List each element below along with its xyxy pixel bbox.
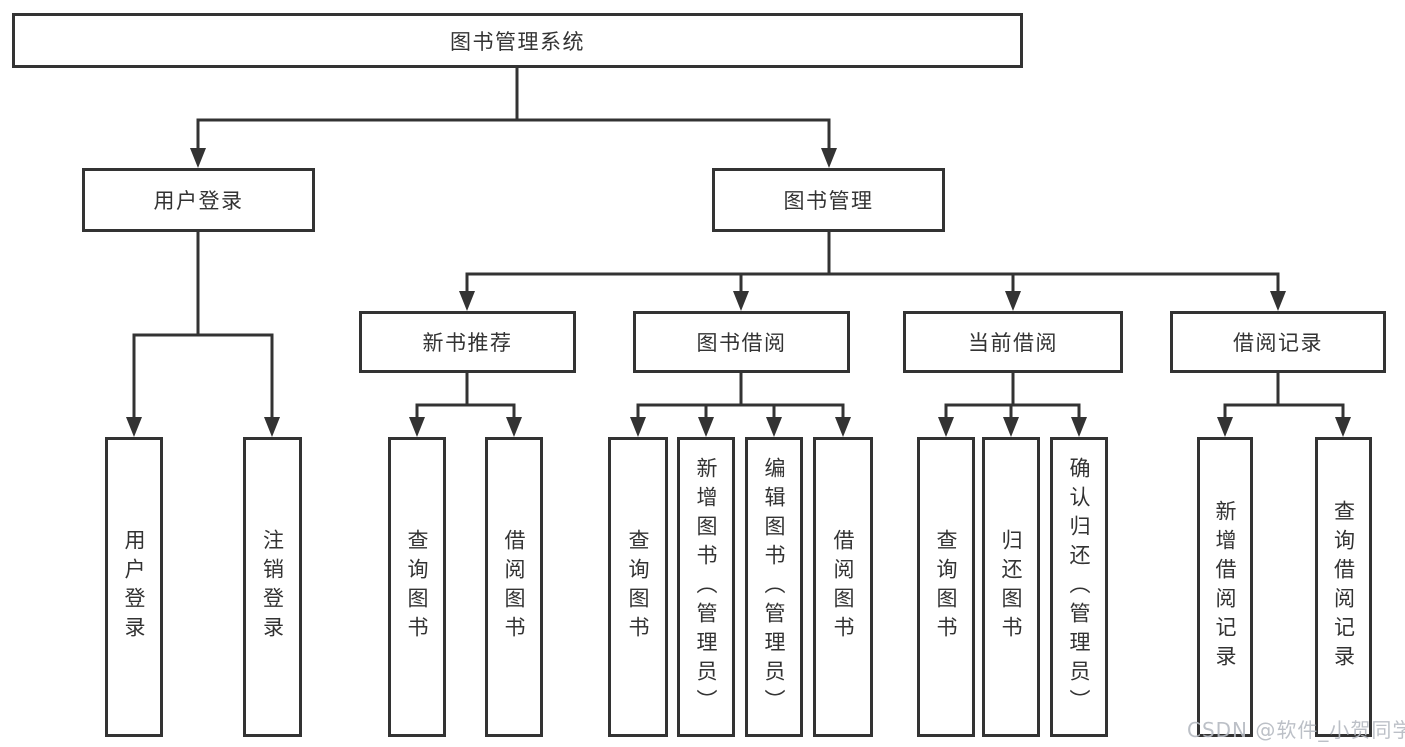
node-label: 确认归还（管理员） (1067, 456, 1091, 718)
node-label: 图书管理 (783, 189, 874, 213)
leaf-confirm-return-admin: 确认归还（管理员） (1050, 437, 1108, 737)
leaf-edit-books-admin: 编辑图书（管理员） (745, 437, 803, 737)
fork-user-login-arrowhead-icon (264, 417, 280, 437)
node-label: 当前借阅 (968, 331, 1058, 355)
node-label: 用户登录 (153, 189, 244, 213)
fork-current-borrowing-arrowhead-icon (1003, 417, 1019, 437)
node-label: 新增图书（管理员） (694, 456, 718, 718)
leaf-borrow-books-recommend: 借阅图书 (485, 437, 543, 737)
node-label: 图书管理系统 (450, 29, 585, 54)
node-book-borrowing: 图书借阅 (633, 311, 850, 373)
node-label: 借阅记录 (1233, 331, 1323, 355)
fork-book-management-arrowhead-icon (459, 291, 475, 311)
fork-new-book-recommend-arrowhead-icon (506, 417, 522, 437)
node-label: 查询借阅记录 (1331, 500, 1356, 674)
fork-borrowing-records-arrowhead-icon (1217, 417, 1233, 437)
leaf-borrow-books-borrowing: 借阅图书 (813, 437, 873, 737)
leaf-user-login: 用户登录 (105, 437, 163, 737)
node-label: 查询图书 (405, 529, 429, 645)
fork-book-management-arrowhead-icon (733, 291, 749, 311)
node-label: 编辑图书（管理员） (762, 456, 786, 718)
leaf-query-borrow-record: 查询借阅记录 (1315, 437, 1372, 737)
leaf-add-books-admin: 新增图书（管理员） (677, 437, 735, 737)
node-label: 借阅图书 (831, 529, 855, 645)
fork-user-login-arrowhead-icon (126, 417, 142, 437)
leaf-query-books-current: 查询图书 (917, 437, 975, 737)
fork-book-borrowing-arrowhead-icon (630, 417, 646, 437)
node-book-management: 图书管理 (712, 168, 945, 232)
leaf-query-books-recommend: 查询图书 (388, 437, 446, 737)
node-label: 查询图书 (934, 529, 958, 645)
fork-book-management-arrowhead-icon (1005, 291, 1021, 311)
node-label: 新书推荐 (422, 331, 513, 355)
fork-new-book-recommend-arrowhead-icon (409, 417, 425, 437)
node-label: 查询图书 (626, 529, 650, 645)
node-label: 用户登录 (122, 529, 146, 645)
node-label: 归还图书 (999, 529, 1023, 645)
leaf-add-borrow-record: 新增借阅记录 (1197, 437, 1253, 737)
node-label: 图书借阅 (696, 331, 787, 355)
node-new-book-recommendation: 新书推荐 (359, 311, 576, 373)
node-borrowing-records: 借阅记录 (1170, 311, 1386, 373)
node-label: 新增借阅记录 (1213, 500, 1237, 674)
node-user-login: 用户登录 (82, 168, 315, 232)
fork-root-arrowhead-icon (190, 148, 206, 168)
fork-root-arrowhead-icon (821, 148, 837, 168)
fork-book-borrowing-arrowhead-icon (835, 417, 851, 437)
fork-book-borrowing-arrowhead-icon (766, 417, 782, 437)
node-label: 注销登录 (260, 529, 285, 645)
node-library-management-system: 图书管理系统 (12, 13, 1023, 68)
fork-book-management-arrowhead-icon (1270, 291, 1286, 311)
leaf-logout: 注销登录 (243, 437, 302, 737)
fork-borrowing-records-arrowhead-icon (1335, 417, 1351, 437)
fork-current-borrowing-arrowhead-icon (1071, 417, 1087, 437)
fork-book-borrowing-arrowhead-icon (698, 417, 714, 437)
leaf-query-books-borrowing: 查询图书 (608, 437, 668, 737)
leaf-return-books: 归还图书 (982, 437, 1040, 737)
node-label: 借阅图书 (502, 529, 526, 645)
node-current-borrowing: 当前借阅 (903, 311, 1123, 373)
fork-current-borrowing-arrowhead-icon (938, 417, 954, 437)
